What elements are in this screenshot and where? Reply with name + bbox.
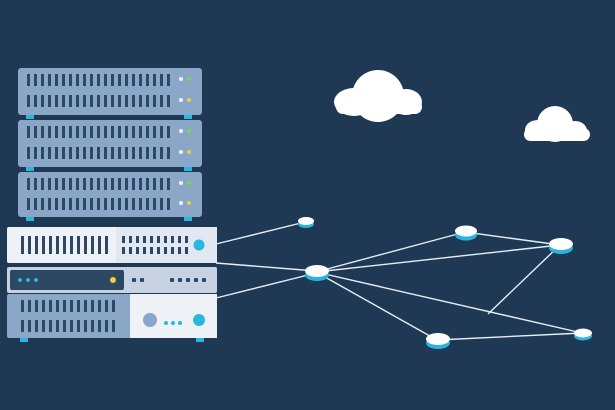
cloud-icon	[334, 70, 422, 122]
network-node-icon	[298, 217, 314, 228]
server-unit-1	[18, 68, 202, 119]
server-unit-6	[7, 294, 217, 342]
cloud-icon	[524, 106, 590, 142]
server-unit-4	[7, 227, 217, 263]
network-node-icon	[574, 328, 592, 341]
network-links	[215, 221, 583, 341]
server-unit-2	[18, 120, 202, 171]
network-node-icon	[426, 333, 450, 349]
network-node-icon	[549, 238, 573, 254]
server-unit-3	[18, 172, 202, 221]
network-node-icon	[455, 225, 477, 241]
server-rack-icon	[7, 68, 217, 342]
server-unit-5	[7, 267, 217, 293]
network-node-icon	[305, 265, 329, 281]
